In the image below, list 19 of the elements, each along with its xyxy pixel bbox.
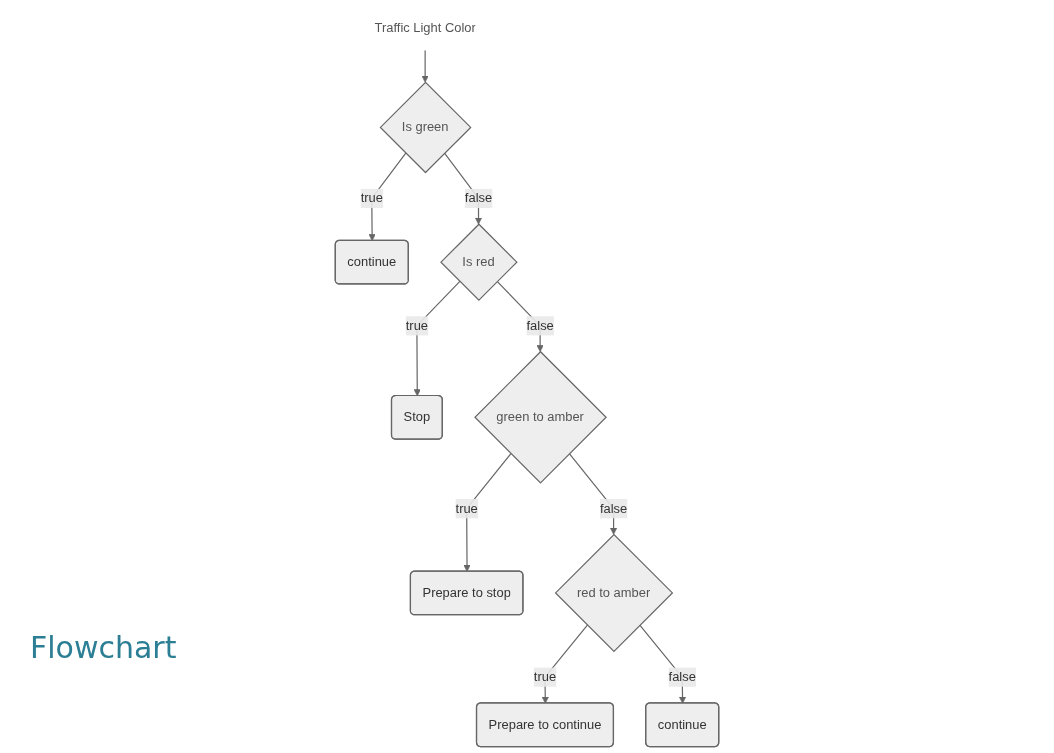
edge-label: true — [405, 318, 429, 333]
edge-label: false — [599, 501, 628, 516]
chart-title: Flowchart — [30, 630, 177, 665]
edge-label: false — [668, 669, 696, 684]
node-diamond: Is green — [379, 81, 472, 174]
edge-label: false — [526, 318, 554, 333]
edge-label: true — [360, 191, 383, 205]
arrow — [541, 624, 588, 704]
edge-label: true — [533, 669, 557, 684]
arrow — [421, 49, 429, 83]
edge-label: false — [464, 191, 493, 205]
node-diamond: red to amber — [554, 533, 674, 653]
edge-label: true — [455, 501, 478, 516]
arrow — [368, 152, 407, 242]
node-diamond: Is red — [440, 223, 518, 301]
node-diamond: green to amber — [474, 350, 607, 484]
arrow — [463, 453, 512, 572]
node-text: Traffic Light Color — [374, 20, 476, 35]
arrow — [413, 280, 461, 397]
